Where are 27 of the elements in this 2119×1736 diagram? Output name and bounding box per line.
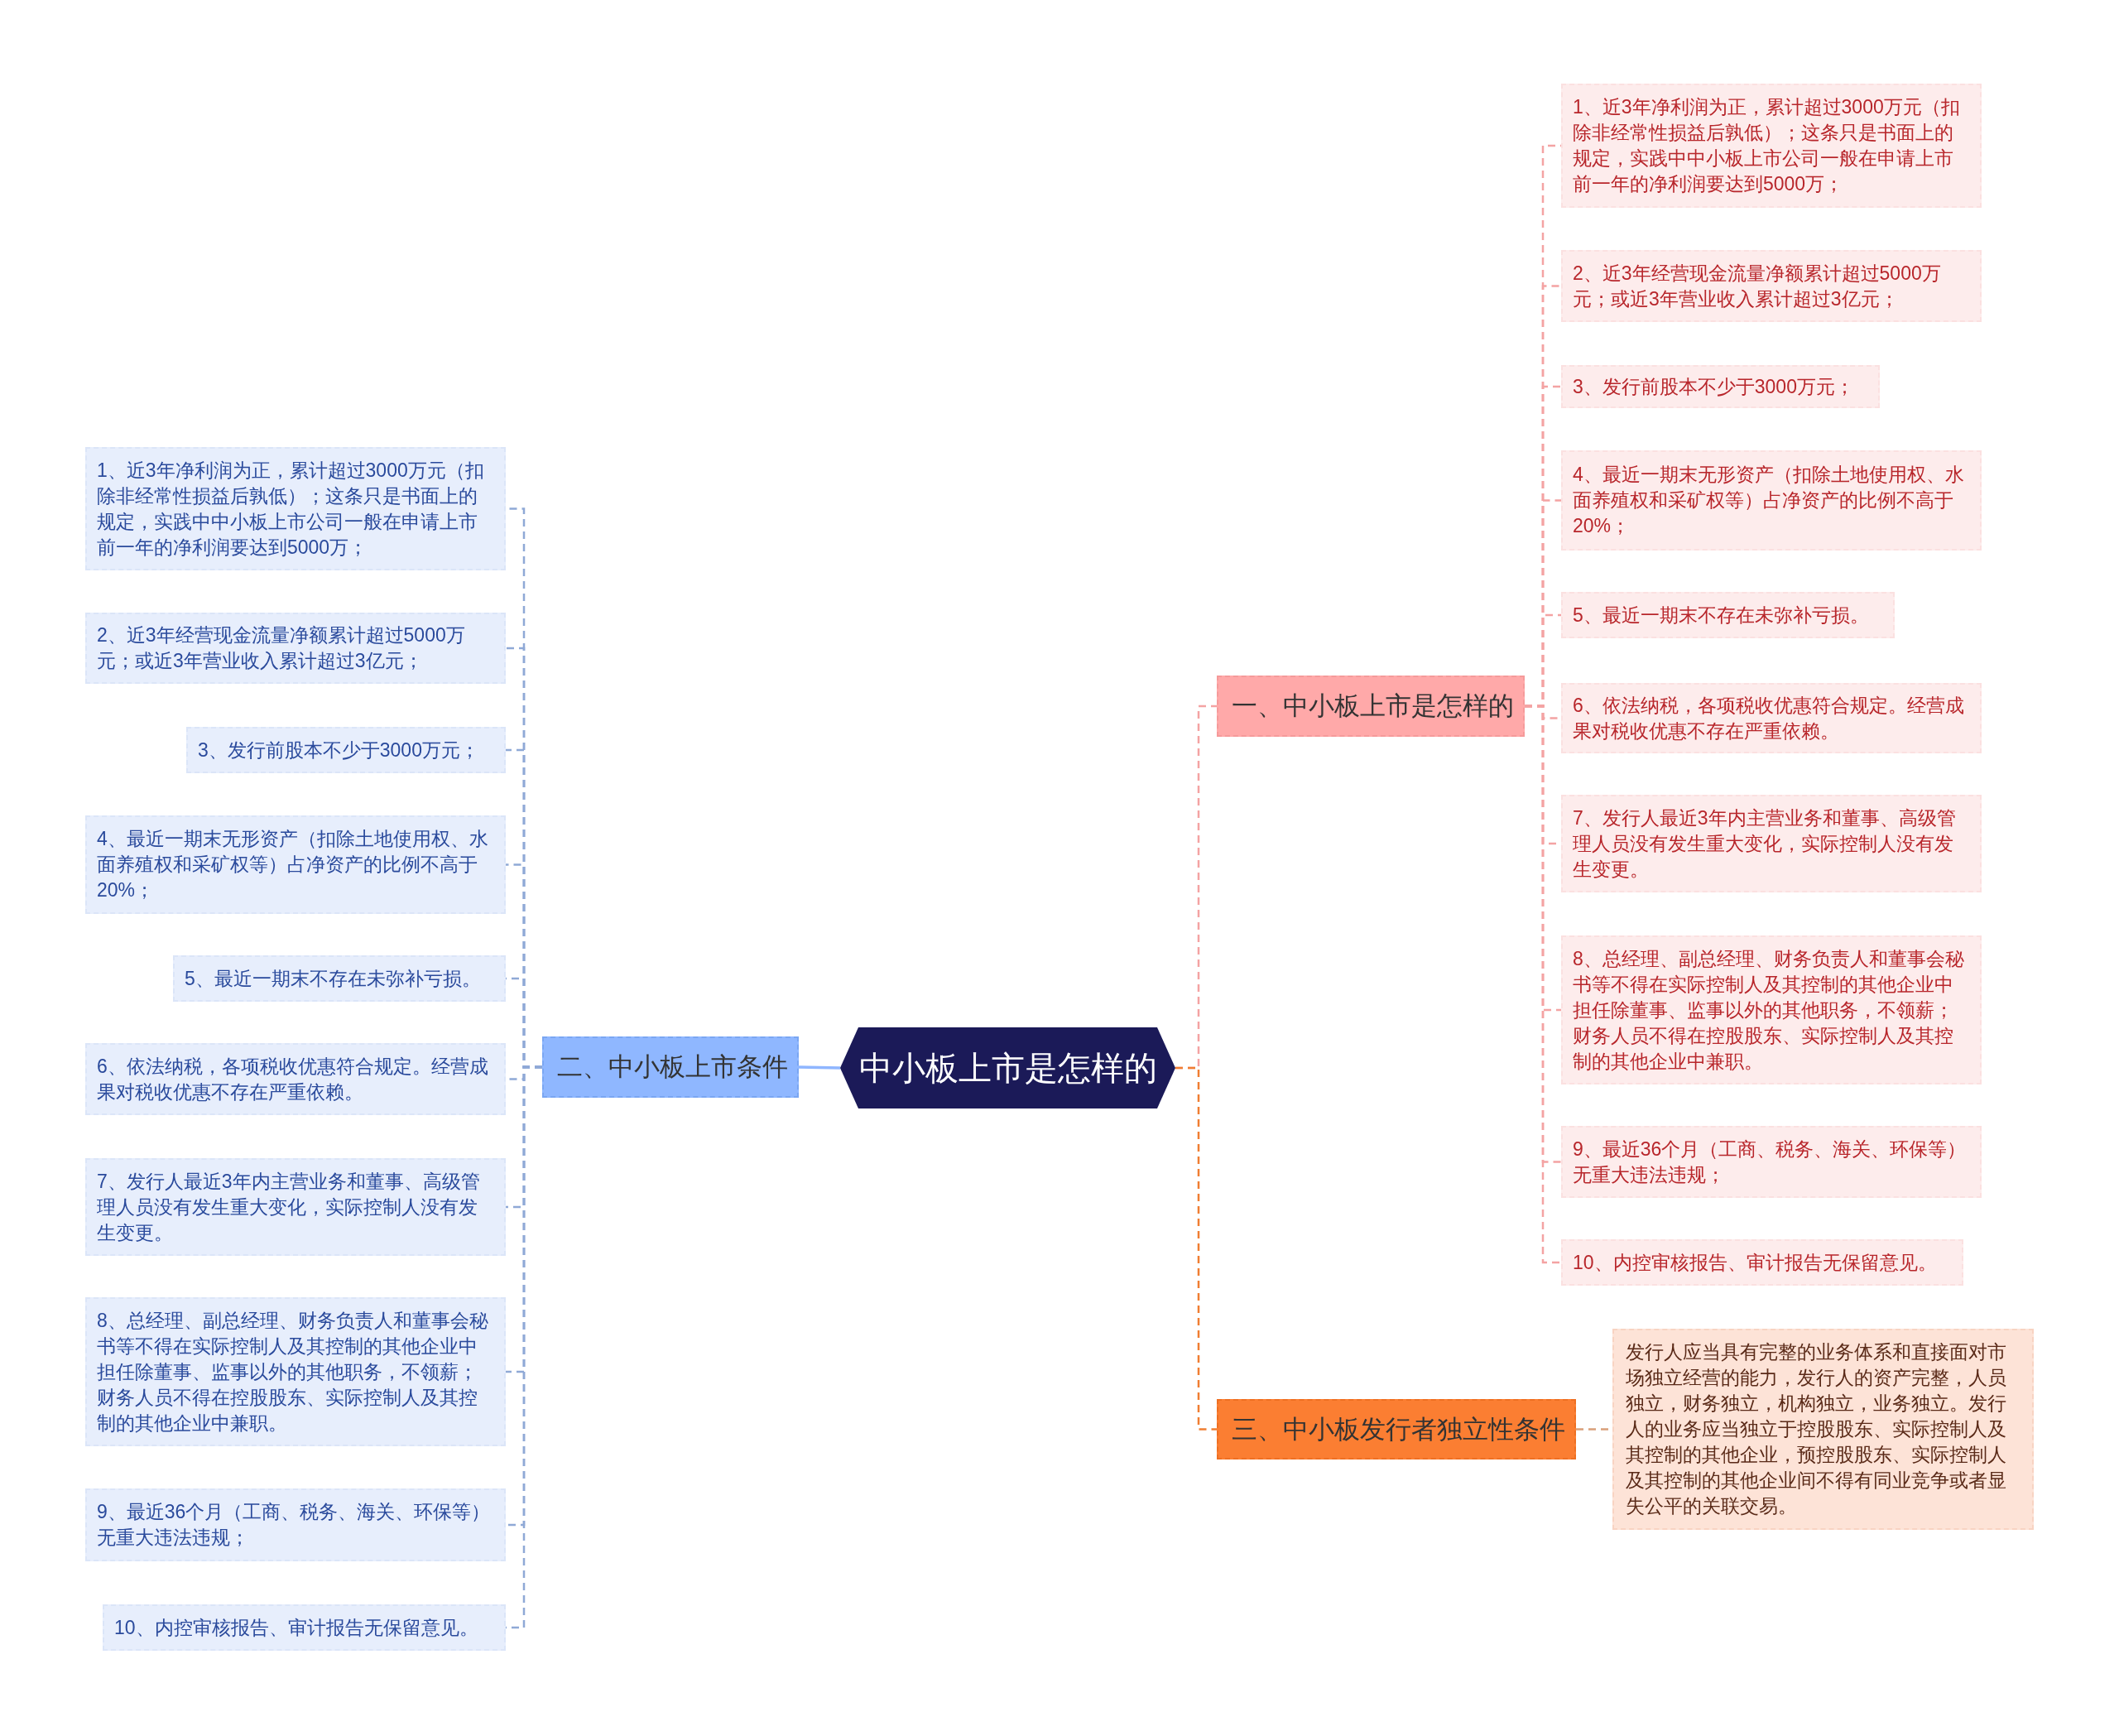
item-box: 3、发行前股本不少于3000万元； xyxy=(186,727,506,773)
item-box: 6、依法纳税，各项税收优惠符合规定。经营成果对税收优惠不存在严重依赖。 xyxy=(1561,683,1982,753)
item-box: 4、最近一期末无形资产（扣除土地使用权、水面养殖权和采矿权等）占净资产的比例不高于20%； xyxy=(1561,450,1982,551)
item-box: 10、内控审核报告、审计报告无保留意见。 xyxy=(103,1604,506,1651)
item-box: 6、依法纳税，各项税收优惠符合规定。经营成果对税收优惠不存在严重依赖。 xyxy=(85,1043,506,1115)
item-box: 10、内控审核报告、审计报告无保留意见。 xyxy=(1561,1239,1963,1286)
item-box: 2、近3年经营现金流量净额累计超过5000万元；或近3年营业收入累计超过3亿元； xyxy=(85,613,506,684)
item-box: 3、发行前股本不少于3000万元； xyxy=(1561,365,1880,408)
description-box: 发行人应当具有完整的业务体系和直接面对市场独立经营的能力，发行人的资产完整，人员独立，财务独立，机构独立，业务独立。发行人的业务应当独立于控股股东、实际控制人及其控制的其他企业，预控股股东、实际控制人及其控制的其他企业间不得有同业竞争或者显失公平的关联交易。 xyxy=(1612,1329,2034,1530)
item-box: 7、发行人最近3年内主营业务和董事、高级管理人员没有发生重大变化，实际控制人没有发生变更。 xyxy=(1561,795,1982,892)
item-box: 5、最近一期末不存在未弥补亏损。 xyxy=(1561,592,1895,638)
item-box: 8、总经理、副总经理、财务负责人和董事会秘书等不得在实际控制人及其控制的其他企业中担任除董事、监事以外的其他职务，不领薪；财务人员不得在控股股东、实际控制人及其控制的其他企业中兼职。 xyxy=(85,1297,506,1446)
connector-line xyxy=(798,1065,841,1070)
branch-box: 二、中小板上市条件 xyxy=(542,1036,799,1098)
item-box: 5、最近一期末不存在未弥补亏损。 xyxy=(173,955,506,1002)
topic-hexagon: 中小板上市是怎样的 xyxy=(840,1027,1175,1108)
branch-box: 三、中小板发行者独立性条件 xyxy=(1217,1399,1576,1459)
connector-line xyxy=(1175,1066,1217,1431)
item-box: 1、近3年净利润为正，累计超过3000万元（扣除非经常性损益后孰低）；这条只是书面上的规定，实践中中小板上市公司一般在申请上市前一年的净利润要达到5000万； xyxy=(1561,84,1982,208)
item-box: 8、总经理、副总经理、财务负责人和董事会秘书等不得在实际控制人及其控制的其他企业中担任除董事、监事以外的其他职务，不领薪；财务人员不得在控股股东、实际控制人及其控制的其他企业中兼职。 xyxy=(1561,935,1982,1084)
item-box: 7、发行人最近3年内主营业务和董事、高级管理人员没有发生重大变化，实际控制人没有发生变更。 xyxy=(85,1158,506,1256)
item-box: 4、最近一期末无形资产（扣除土地使用权、水面养殖权和采矿权等）占净资产的比例不高于20%； xyxy=(85,815,506,914)
item-box: 1、近3年净利润为正，累计超过3000万元（扣除非经常性损益后孰低）；这条只是书面上的规定，实践中中小板上市公司一般在申请上市前一年的净利润要达到5000万； xyxy=(85,447,506,570)
item-box: 2、近3年经营现金流量净额累计超过5000万元；或近3年营业收入累计超过3亿元； xyxy=(1561,250,1982,322)
branch-box: 一、中小板上市是怎样的 xyxy=(1217,676,1525,737)
item-box: 9、最近36个月（工商、税务、海关、环保等）无重大违法违规； xyxy=(85,1488,506,1561)
item-box: 9、最近36个月（工商、税务、海关、环保等）无重大违法违规； xyxy=(1561,1126,1982,1198)
